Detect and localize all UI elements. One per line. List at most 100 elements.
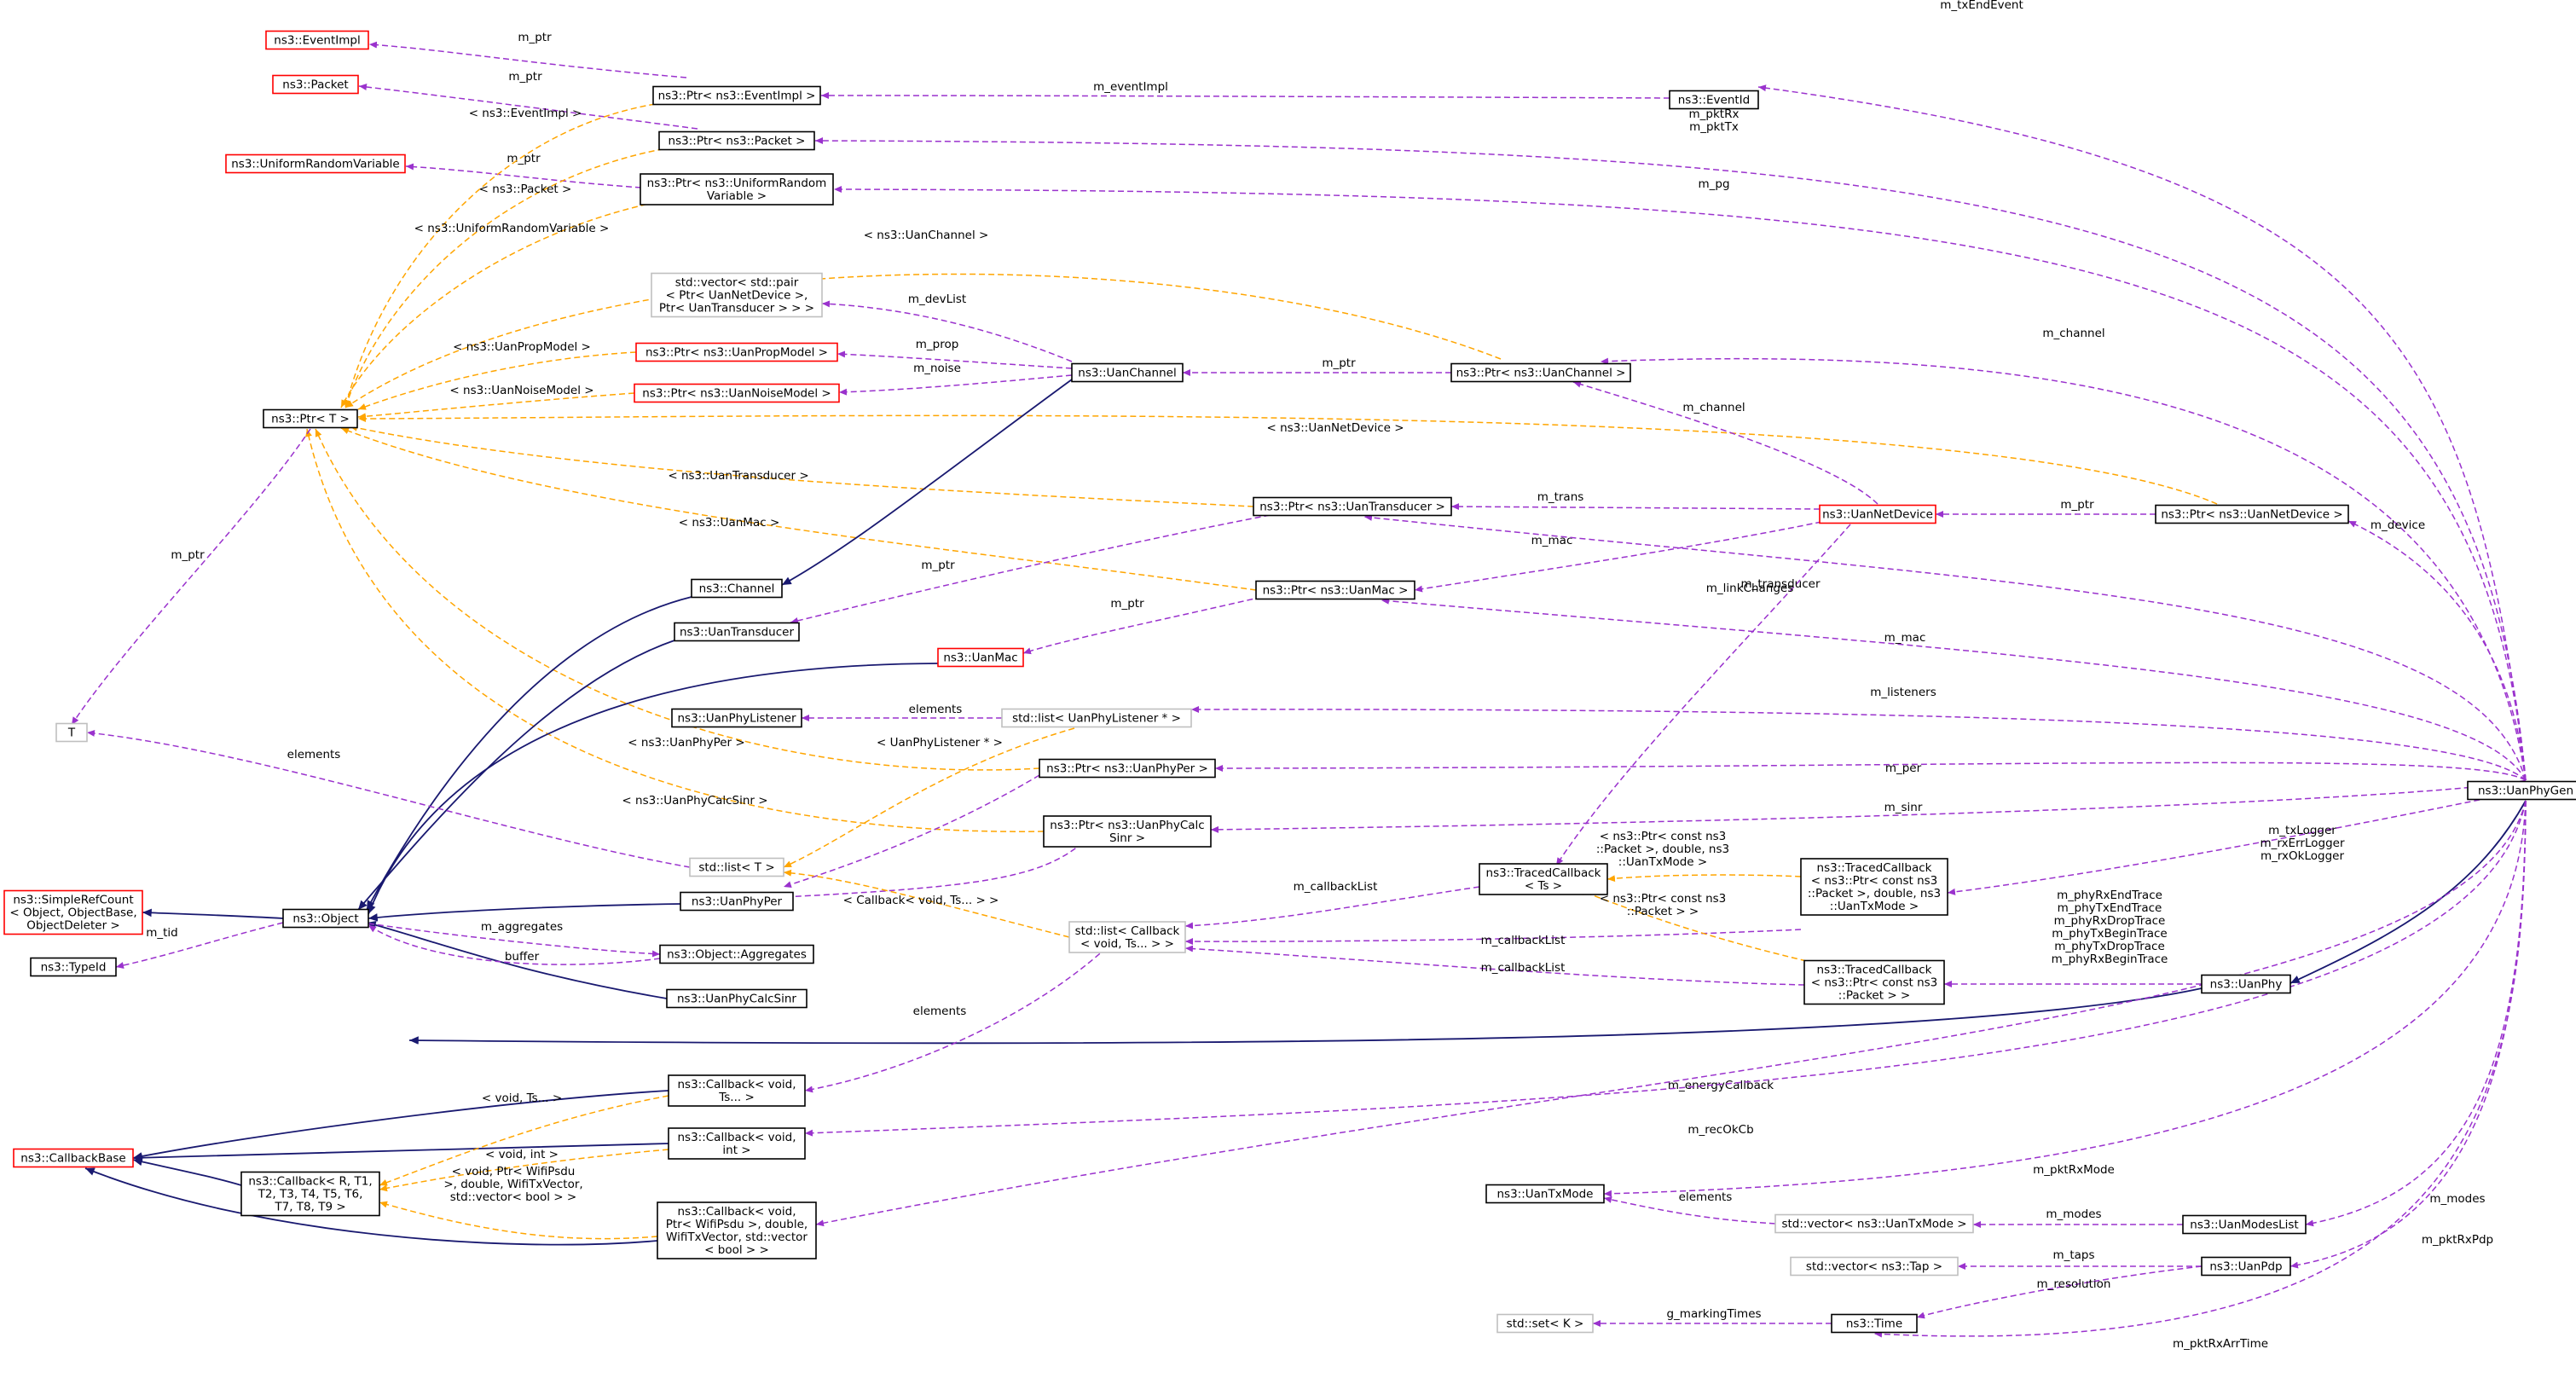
node-packet[interactable]: ns3::Packet xyxy=(272,74,359,95)
edge-label-line: m_callbackList xyxy=(1481,961,1566,975)
edge-label-line: m_transducer xyxy=(1740,577,1820,591)
edge-label: m_resolution xyxy=(2037,1277,2111,1291)
node-time[interactable]: ns3::Time xyxy=(1831,1313,1918,1334)
edge-object-aggregates-to-object: buffer xyxy=(368,924,661,965)
edge-label: m_device xyxy=(2370,518,2425,532)
node-eventid[interactable]: ns3::EventId xyxy=(1669,90,1759,110)
edges-layer: m_ptrm_ptrm_ptrm_eventImplm_rxEndEventm_… xyxy=(71,0,2527,1351)
node-uanchannel[interactable]: ns3::UanChannel xyxy=(1071,362,1184,383)
edge-label-line: m_noise xyxy=(913,362,961,375)
edge-callback-void-ts-to-callback-generic: < void, Ts... > xyxy=(379,1091,669,1186)
node-label-line: std::list< UanPhyListener * > xyxy=(1012,712,1181,726)
node-tracedcallback-packet[interactable]: ns3::TracedCallback< ns3::Ptr< const ns3… xyxy=(1803,959,1945,1005)
edge-line xyxy=(1555,524,1851,866)
node-uanphypertype[interactable]: ns3::UanPhyPer xyxy=(680,891,794,912)
node-label-line: Ts... > xyxy=(718,1091,755,1104)
node-uanpdp[interactable]: ns3::UanPdp xyxy=(2201,1256,2291,1277)
edge-label: < ns3::Ptr< const ns3::Packet >, double,… xyxy=(1596,830,1729,869)
node-ptr-uanmac[interactable]: ns3::Ptr< ns3::UanMac > xyxy=(1255,580,1415,600)
edge-line xyxy=(804,800,2527,1137)
node-label: ns3::UanPhyCalcSinr xyxy=(677,993,796,1006)
edge-uanphygen-to-uantxmode: m_pktRxMode xyxy=(1603,800,2527,1197)
node-ptr-packet[interactable]: ns3::Ptr< ns3::Packet > xyxy=(658,130,815,151)
node-label: ns3::Ptr< ns3::UanChannel > xyxy=(1456,367,1626,380)
node-simplerefcount[interactable]: ns3::SimpleRefCount< Object, ObjectBase,… xyxy=(3,889,143,935)
node-uanphy[interactable]: ns3::UanPhy xyxy=(2201,974,2291,994)
edge-label-line: < ns3::UanChannel > xyxy=(864,229,989,242)
edge-line xyxy=(1414,521,1822,593)
node-ptr-uantransducer[interactable]: ns3::Ptr< ns3::UanTransducer > xyxy=(1253,496,1452,517)
node-ptr-t[interactable]: ns3::Ptr< T > xyxy=(263,408,358,429)
edge-uanmodeslist-to-vector-uantxmode: m_modes xyxy=(1973,1207,2183,1228)
node-list-callback: std::list< Callback< void, Ts... > > xyxy=(1068,921,1186,953)
node-channel[interactable]: ns3::Channel xyxy=(691,578,783,599)
node-tracedcallback-ts[interactable]: ns3::TracedCallback< Ts > xyxy=(1479,863,1608,895)
edge-label-line: elements xyxy=(909,703,963,716)
edge-uanchannel-to-channel xyxy=(781,379,1073,586)
node-ptr-uanchannel[interactable]: ns3::Ptr< ns3::UanChannel > xyxy=(1450,362,1631,383)
edge-label-line: < void, int > xyxy=(485,1148,559,1161)
node-vector-tap: std::vector< ns3::Tap > xyxy=(1790,1256,1959,1277)
node-uanmac[interactable]: ns3::UanMac xyxy=(937,647,1024,668)
node-box xyxy=(1255,580,1415,600)
node-uanphygen[interactable]: ns3::UanPhyGen xyxy=(2467,780,2576,801)
node-label-line: ns3::Ptr< ns3::UanPhyPer > xyxy=(1046,762,1208,776)
node-ptr-uanpropmodel[interactable]: ns3::Ptr< ns3::UanPropModel > xyxy=(635,342,838,362)
node-uanmodeslist[interactable]: ns3::UanModesList xyxy=(2182,1214,2307,1235)
edge-label-line: < ns3::Ptr< const ns3 xyxy=(1600,830,1727,843)
node-uanphylistener[interactable]: ns3::UanPhyListener xyxy=(671,708,802,728)
node-ptr-uanphyper[interactable]: ns3::Ptr< ns3::UanPhyPer > xyxy=(1039,758,1216,779)
node-label-line: ns3::UanTransducer xyxy=(680,626,795,640)
edge-label-line: m_txEndEvent xyxy=(1940,0,2023,12)
node-object-aggregates[interactable]: ns3::Object::Aggregates xyxy=(659,944,814,964)
edge-line xyxy=(357,392,635,420)
node-uanphycalcsinrtype[interactable]: ns3::UanPhyCalcSinr xyxy=(666,988,808,1009)
node-callback-generic[interactable]: ns3::Callback< R, T1,T2, T3, T4, T5, T6,… xyxy=(240,1171,380,1217)
edge-line xyxy=(357,414,2218,505)
node-label-line: ::Packet >, double, ns3 xyxy=(1808,887,1941,900)
edge-callback-void-int-to-callbackbase xyxy=(132,1143,669,1162)
node-eventimpl[interactable]: ns3::EventImpl xyxy=(265,30,369,50)
node-typeid[interactable]: ns3::TypeId xyxy=(30,957,117,977)
node-label-line: ns3::Time xyxy=(1846,1317,1902,1331)
node-ptr-uannetdevice[interactable]: ns3::Ptr< ns3::UanNetDevice > xyxy=(2155,504,2349,524)
node-object[interactable]: ns3::Object xyxy=(282,908,369,929)
node-callback-void-int[interactable]: ns3::Callback< void,int > xyxy=(668,1127,806,1160)
node-label-line: ns3::Ptr< ns3::UanChannel > xyxy=(1456,367,1626,380)
edge-line xyxy=(115,922,284,969)
node-box xyxy=(2155,504,2349,524)
edge-line xyxy=(368,41,687,78)
edge-ptr-packet-to-packet: m_ptr xyxy=(358,70,698,130)
edge-ptr-uanmac-to-uanmac: m_ptr xyxy=(1022,596,1263,655)
edge-label-line: m_ptr xyxy=(507,152,541,165)
node-ptr-uannoisemodel[interactable]: ns3::Ptr< ns3::UanNoiseModel > xyxy=(634,383,840,403)
node-uantransducer[interactable]: ns3::UanTransducer xyxy=(674,622,800,642)
node-label: std::vector< std::pair< Ptr< UanNetDevic… xyxy=(659,276,814,316)
node-callback-void-ts[interactable]: ns3::Callback< void,Ts... > xyxy=(668,1074,806,1107)
node-label-line: ns3::Channel xyxy=(699,582,775,596)
edge-uanphygen-to-ptr-uanchannel: m_channel xyxy=(1600,327,2527,781)
node-uantxmode[interactable]: ns3::UanTxMode xyxy=(1485,1184,1605,1204)
node-tracedcallback-txmode[interactable]: ns3::TracedCallback< ns3::Ptr< const ns3… xyxy=(1800,858,1948,916)
edge-label: m_listeners xyxy=(1870,686,1936,699)
edge-line xyxy=(783,842,1084,900)
node-uannetdevice[interactable]: ns3::UanNetDevice xyxy=(1819,504,1936,524)
edge-line xyxy=(820,92,1670,100)
node-callbackbase[interactable]: ns3::CallbackBase xyxy=(13,1148,134,1168)
edge-line xyxy=(366,596,692,911)
node-ptr-eventimpl[interactable]: ns3::Ptr< ns3::EventImpl > xyxy=(652,85,821,106)
node-box xyxy=(674,622,800,642)
edge-label: m_prop xyxy=(916,338,959,351)
edge-label-line: < ns3::EventImpl > xyxy=(469,107,582,120)
edge-label: m_modes xyxy=(2429,1192,2485,1206)
node-callback-wifi[interactable]: ns3::Callback< void,Ptr< WifiPsdu >, dou… xyxy=(657,1201,817,1259)
node-box xyxy=(1253,496,1452,517)
node-uniformrandomvariable[interactable]: ns3::UniformRandomVariable xyxy=(225,153,406,174)
node-label-line: int > xyxy=(722,1144,750,1157)
edge-line xyxy=(86,729,691,868)
edge-label: m_eventImpl xyxy=(1093,80,1168,94)
